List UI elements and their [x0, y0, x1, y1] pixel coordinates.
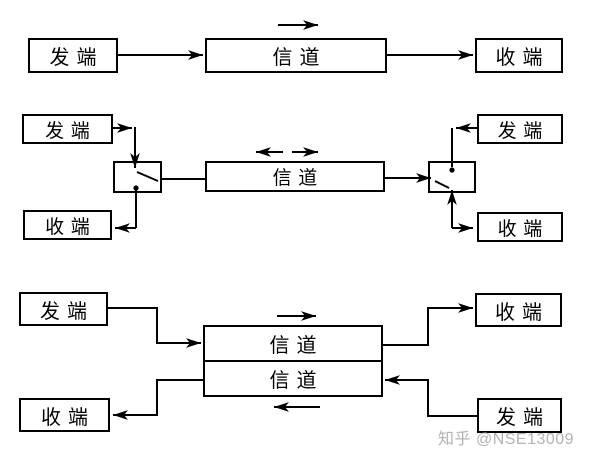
half-duplex-left-transmitter-box: 发端	[22, 114, 113, 144]
simplex-receiver-label: 收端	[495, 47, 550, 69]
left-switch-bottom-contact-dot	[133, 185, 139, 191]
full-duplex-forward-channel-label: 信道	[269, 335, 324, 357]
full-duplex-right-transmitter-label: 发端	[496, 407, 550, 429]
half-duplex-left-receiver-box: 收端	[23, 210, 112, 240]
full-duplex-tx-to-forward-channel-arrow	[108, 307, 201, 348]
full-duplex-left-transmitter-box: 发端	[19, 292, 108, 326]
full-duplex-left-receiver-label: 收端	[41, 406, 95, 429]
simplex-channel-box: 信道	[205, 38, 387, 73]
full-duplex-tx-to-reverse-channel-arrow	[385, 375, 477, 417]
half-duplex-right-transmitter-label: 发端	[497, 120, 549, 142]
full-duplex-reverse-channel-box: 信道	[205, 362, 381, 395]
full-duplex-forward-channel-box: 信道	[205, 327, 381, 362]
half-duplex-left-receiver-label: 收端	[45, 216, 97, 238]
full-duplex-forward-channel-to-rx-arrow	[383, 303, 473, 346]
half-duplex-right-transmitter-box: 发端	[477, 114, 563, 144]
full-duplex-reverse-channel-to-rx-arrow	[113, 379, 203, 420]
full-duplex-reverse-channel-label: 信道	[269, 370, 324, 392]
simplex-transmitter-label: 发端	[49, 47, 104, 69]
right-switch-top-contact-dot	[449, 167, 455, 173]
left-switch-arm	[136, 171, 159, 182]
right-switch-arm	[434, 180, 450, 189]
full-duplex-left-receiver-box: 收端	[19, 398, 110, 432]
simplex-channel-label: 信道	[272, 47, 327, 69]
half-duplex-right-receiver-label: 收端	[497, 218, 549, 240]
zhihu-watermark: 知乎 @NSE13009	[438, 431, 575, 448]
left-switch-box	[113, 161, 162, 193]
simplex-transmitter-box: 发端	[28, 38, 118, 73]
right-switch-box	[428, 161, 476, 193]
simplex-receiver-box: 收端	[475, 38, 563, 73]
full-duplex-right-receiver-label: 收端	[495, 301, 549, 324]
full-duplex-left-transmitter-label: 发端	[40, 300, 94, 323]
half-duplex-right-receiver-box: 收端	[477, 212, 563, 242]
half-duplex-channel-box: 信道	[205, 161, 385, 192]
full-duplex-right-receiver-box: 收端	[475, 293, 562, 327]
full-duplex-channel-stack: 信道 信道	[203, 325, 383, 397]
half-duplex-channel-label: 信道	[272, 168, 324, 189]
full-duplex-right-transmitter-box: 发端	[477, 398, 562, 433]
half-duplex-left-transmitter-label: 发端	[45, 120, 97, 142]
